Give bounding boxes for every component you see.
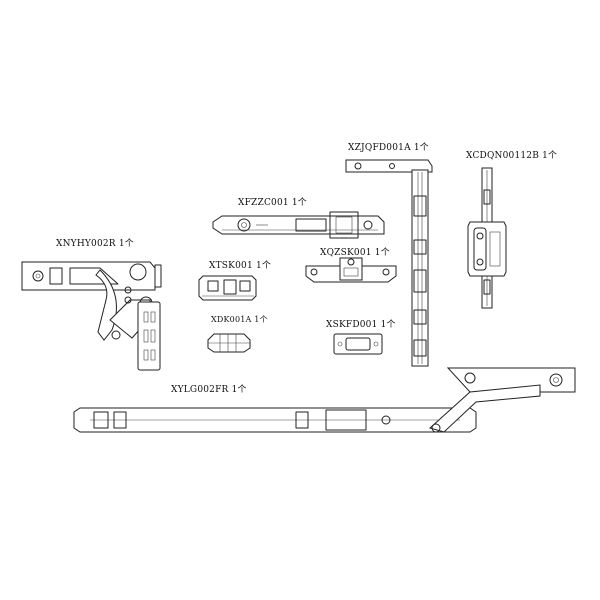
- corner-hinge-part: [21, 261, 162, 371]
- label-lock-keeper: XQZSK001 1个: [320, 248, 390, 258]
- lock-keeper-part: [305, 257, 397, 283]
- label-top-keeper: XTSK001 1个: [209, 261, 272, 271]
- center-lock-part: [467, 167, 507, 309]
- stay-arm-part: [73, 367, 576, 433]
- stop-block-part: [333, 333, 383, 355]
- roller-cam-part: [207, 333, 251, 353]
- top-keeper-part: [198, 275, 257, 301]
- label-corner-hinge: XNYHY002R 1个: [56, 239, 134, 249]
- label-stop-block: XSKFD001 1个: [326, 320, 396, 330]
- handle-gear-part: [212, 211, 385, 239]
- label-handle-gear: XFZZC001 1个: [238, 198, 308, 208]
- label-stay-arm: XYLG002FR 1个: [171, 385, 247, 395]
- label-roller-cam: XDK001A 1个: [211, 315, 268, 324]
- label-drive-rod-a: XZJQFD001A 1个: [348, 143, 429, 153]
- drive-rod-a-part: [345, 159, 433, 367]
- label-center-lock: XCDQN00112B 1个: [466, 151, 558, 161]
